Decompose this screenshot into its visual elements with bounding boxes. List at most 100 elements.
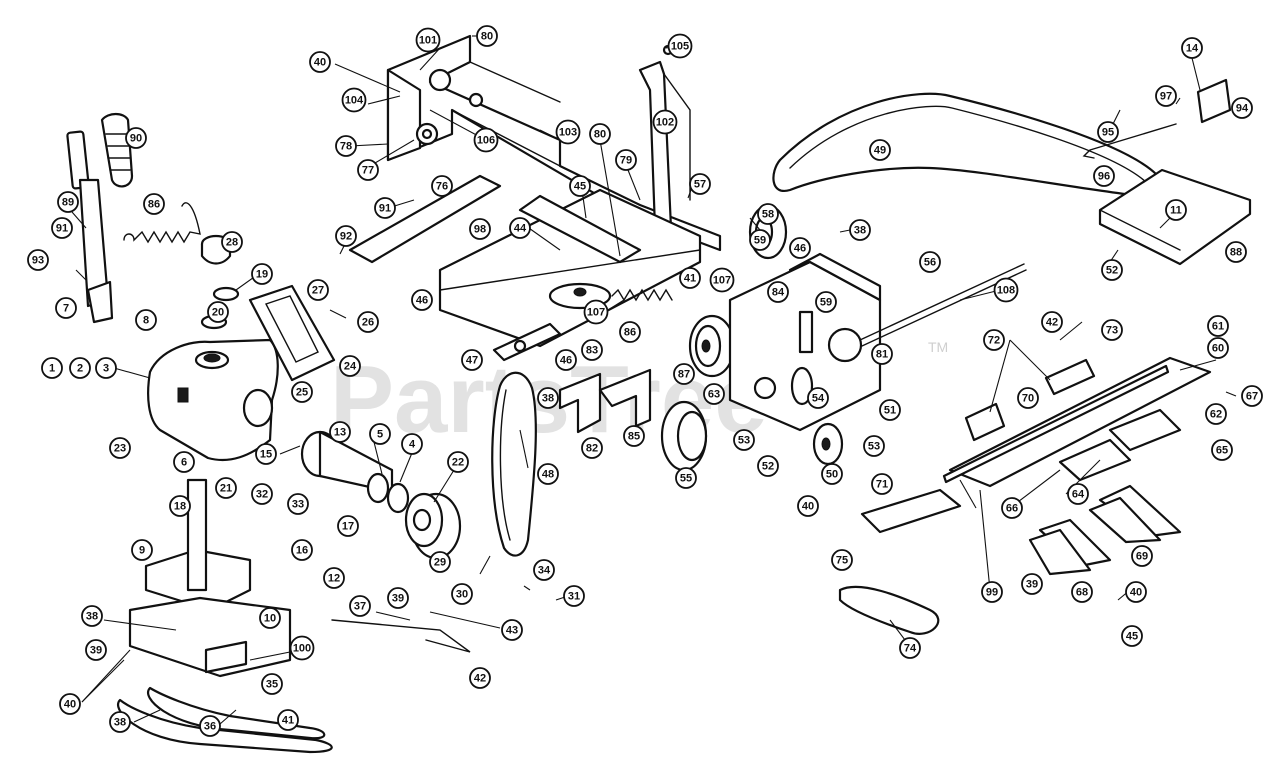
callout-circle bbox=[1211, 439, 1233, 461]
callout-circle bbox=[679, 267, 701, 289]
callout-13: 13 bbox=[329, 421, 351, 443]
callout-label: 80 bbox=[481, 31, 493, 43]
callout-64: 64 bbox=[1067, 483, 1089, 505]
main-frame-bracket bbox=[386, 34, 722, 252]
callout-17: 17 bbox=[337, 515, 359, 537]
callout-circle bbox=[623, 425, 645, 447]
callout-circle bbox=[291, 381, 313, 403]
callout-8: 8 bbox=[135, 309, 157, 331]
callout-label: 22 bbox=[452, 457, 464, 469]
callout-circle bbox=[401, 433, 423, 455]
callout-circle bbox=[1155, 85, 1177, 107]
callout-70: 70 bbox=[1017, 387, 1039, 409]
callout-label: 39 bbox=[1026, 579, 1038, 591]
callout-11: 11 bbox=[1165, 199, 1187, 221]
callout-41: 41 bbox=[679, 267, 701, 289]
callout-label: 84 bbox=[772, 287, 785, 299]
callout-label: 62 bbox=[1210, 409, 1222, 421]
callout-circle bbox=[1165, 199, 1187, 221]
callout-57: 57 bbox=[689, 173, 711, 195]
tine-69 bbox=[1088, 484, 1182, 544]
callout-108: 108 bbox=[993, 277, 1019, 303]
callout-label: 2 bbox=[77, 363, 83, 375]
callout-circle bbox=[255, 443, 277, 465]
callout-label: 1 bbox=[49, 363, 55, 375]
callout-label: 58 bbox=[762, 209, 774, 221]
transmission-housing bbox=[147, 338, 279, 462]
callout-circle bbox=[1093, 165, 1115, 187]
callout-label: 98 bbox=[474, 224, 486, 236]
callout-38: 38 bbox=[849, 219, 871, 241]
callout-label: 52 bbox=[1106, 265, 1118, 277]
callout-10: 10 bbox=[259, 607, 281, 629]
callout-40: 40 bbox=[59, 693, 81, 715]
callout-label: 15 bbox=[260, 449, 272, 461]
tine-assembly-64 bbox=[1058, 408, 1182, 482]
callout-label: 41 bbox=[684, 273, 696, 285]
callout-circle bbox=[1181, 37, 1203, 59]
callout-66: 66 bbox=[1001, 497, 1023, 519]
callout-2: 2 bbox=[69, 357, 91, 379]
callout-label: 20 bbox=[212, 307, 224, 319]
callout-label: 65 bbox=[1216, 445, 1228, 457]
callout-label: 40 bbox=[314, 57, 326, 69]
callout-circle bbox=[501, 619, 523, 641]
callout-104: 104 bbox=[341, 87, 367, 113]
callout-78: 78 bbox=[335, 135, 357, 157]
callout-circle bbox=[261, 673, 283, 695]
callout-label: 6 bbox=[181, 457, 187, 469]
callout-circle bbox=[57, 191, 79, 213]
callout-circle bbox=[1125, 581, 1147, 603]
callout-label: 69 bbox=[1136, 551, 1148, 563]
callout-99: 99 bbox=[981, 581, 1003, 603]
callout-circle bbox=[374, 197, 396, 219]
callout-circle bbox=[615, 149, 637, 171]
callout-circle bbox=[357, 159, 379, 181]
callout-20: 20 bbox=[207, 301, 229, 323]
callout-label: 93 bbox=[32, 255, 44, 267]
callout-107: 107 bbox=[583, 299, 609, 325]
callout-55: 55 bbox=[675, 467, 697, 489]
callout-circle bbox=[337, 515, 359, 537]
callout-label: 40 bbox=[64, 699, 76, 711]
callout-label: 89 bbox=[62, 197, 74, 209]
callout-circle bbox=[335, 225, 357, 247]
callout-label: 107 bbox=[587, 307, 605, 319]
callout-35: 35 bbox=[261, 673, 283, 695]
callout-label: 41 bbox=[282, 715, 294, 727]
callout-103: 103 bbox=[555, 119, 581, 145]
callout-87: 87 bbox=[673, 363, 695, 385]
callout-circle bbox=[59, 693, 81, 715]
callout-92: 92 bbox=[335, 225, 357, 247]
callout-circle bbox=[871, 343, 893, 365]
callout-75: 75 bbox=[831, 549, 853, 571]
callout-circle bbox=[27, 249, 49, 271]
callout-circle bbox=[429, 551, 451, 573]
callout-label: 7 bbox=[63, 303, 69, 315]
callout-23: 23 bbox=[109, 437, 131, 459]
callout-circle bbox=[329, 421, 351, 443]
callout-circle bbox=[537, 463, 559, 485]
callout-42: 42 bbox=[469, 667, 491, 689]
callout-52: 52 bbox=[1101, 259, 1123, 281]
callout-61: 61 bbox=[1207, 315, 1229, 337]
callout-label: 76 bbox=[436, 181, 448, 193]
callout-label: 13 bbox=[334, 427, 346, 439]
callout-71: 71 bbox=[871, 473, 893, 495]
callout-74: 74 bbox=[899, 637, 921, 659]
callout-38: 38 bbox=[537, 387, 559, 409]
callout-45: 45 bbox=[1121, 625, 1143, 647]
callout-63: 63 bbox=[703, 383, 725, 405]
callout-circle bbox=[555, 119, 581, 145]
callout-circle bbox=[749, 229, 771, 251]
callout-circle bbox=[109, 437, 131, 459]
callout-circle bbox=[1207, 337, 1229, 359]
callout-circle bbox=[1021, 573, 1043, 595]
callout-label: 55 bbox=[680, 473, 692, 485]
callout-label: 51 bbox=[884, 405, 896, 417]
callout-37: 37 bbox=[349, 595, 371, 617]
callout-28: 28 bbox=[221, 231, 243, 253]
callout-49: 49 bbox=[869, 139, 891, 161]
callout-65: 65 bbox=[1211, 439, 1233, 461]
callout-label: 16 bbox=[296, 545, 308, 557]
